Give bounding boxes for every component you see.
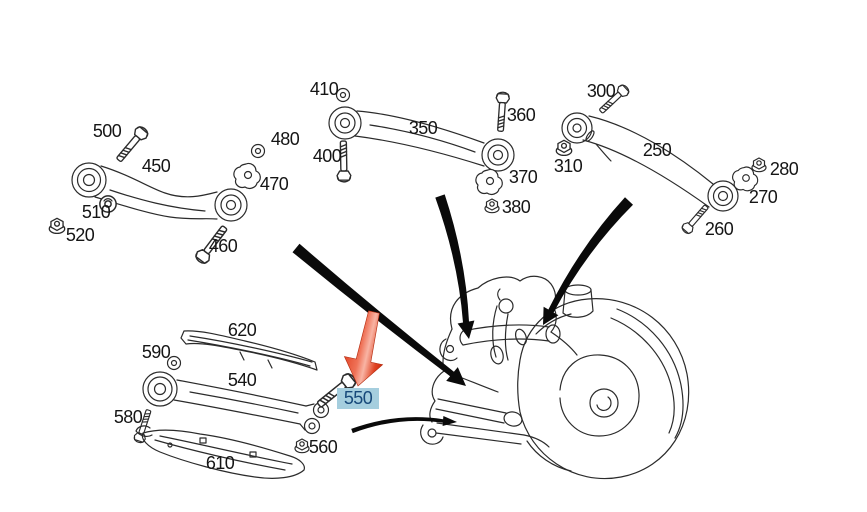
nut-520-drawing (48, 217, 66, 235)
washer-410-drawing (335, 87, 351, 103)
flow-arrow-bottom (351, 416, 457, 434)
part-label-470: 470 (259, 174, 289, 194)
part-label-620: 620 (227, 320, 257, 340)
part-label-410: 410 (309, 79, 339, 99)
cover-620-drawing (180, 330, 318, 371)
part-label-520: 520 (65, 225, 95, 245)
bracket-370-drawing (475, 168, 503, 196)
part-label-270: 270 (748, 187, 778, 207)
part-label-400: 400 (312, 146, 342, 166)
part-label-280: 280 (769, 159, 799, 179)
control-arm-350-drawing (328, 106, 515, 172)
part-label-460: 460 (208, 236, 238, 256)
flow-arrow-center (435, 194, 475, 339)
part-label-590: 590 (141, 342, 171, 362)
part-label-370: 370 (508, 167, 538, 187)
nut-310-drawing (555, 139, 573, 157)
washer-510-drawing (99, 195, 117, 213)
part-label-380: 380 (501, 197, 531, 217)
part-label-350: 350 (408, 118, 438, 138)
part-label-300: 300 (586, 81, 616, 101)
control-arm-250-drawing (561, 112, 739, 212)
part-label-610: 610 (205, 453, 235, 473)
part-label-540: 540 (227, 370, 257, 390)
part-label-560: 560 (308, 437, 338, 457)
part-label-480: 480 (270, 129, 300, 149)
part-label-450: 450 (141, 156, 171, 176)
nut-560-drawing (294, 438, 310, 454)
flow-arrow-right (543, 197, 633, 325)
cover-610-drawing (135, 425, 305, 479)
control-arm-540-drawing (142, 371, 330, 435)
nut-380-drawing (484, 198, 500, 214)
part-label-260: 260 (704, 219, 734, 239)
nut-280-drawing (751, 157, 767, 173)
part-label-360: 360 (506, 105, 536, 125)
washer-480-drawing (250, 143, 266, 159)
part-label-510: 510 (81, 202, 111, 222)
part-label-550-highlighted[interactable]: 550 (337, 388, 379, 409)
part-label-310: 310 (553, 156, 583, 176)
part-label-580: 580 (113, 407, 143, 427)
bracket-470-drawing (233, 162, 261, 190)
part-label-500: 500 (92, 121, 122, 141)
highlight-pointer-arrow (343, 310, 384, 387)
control-arm-450-drawing (71, 162, 248, 222)
part-label-250: 250 (642, 140, 672, 160)
